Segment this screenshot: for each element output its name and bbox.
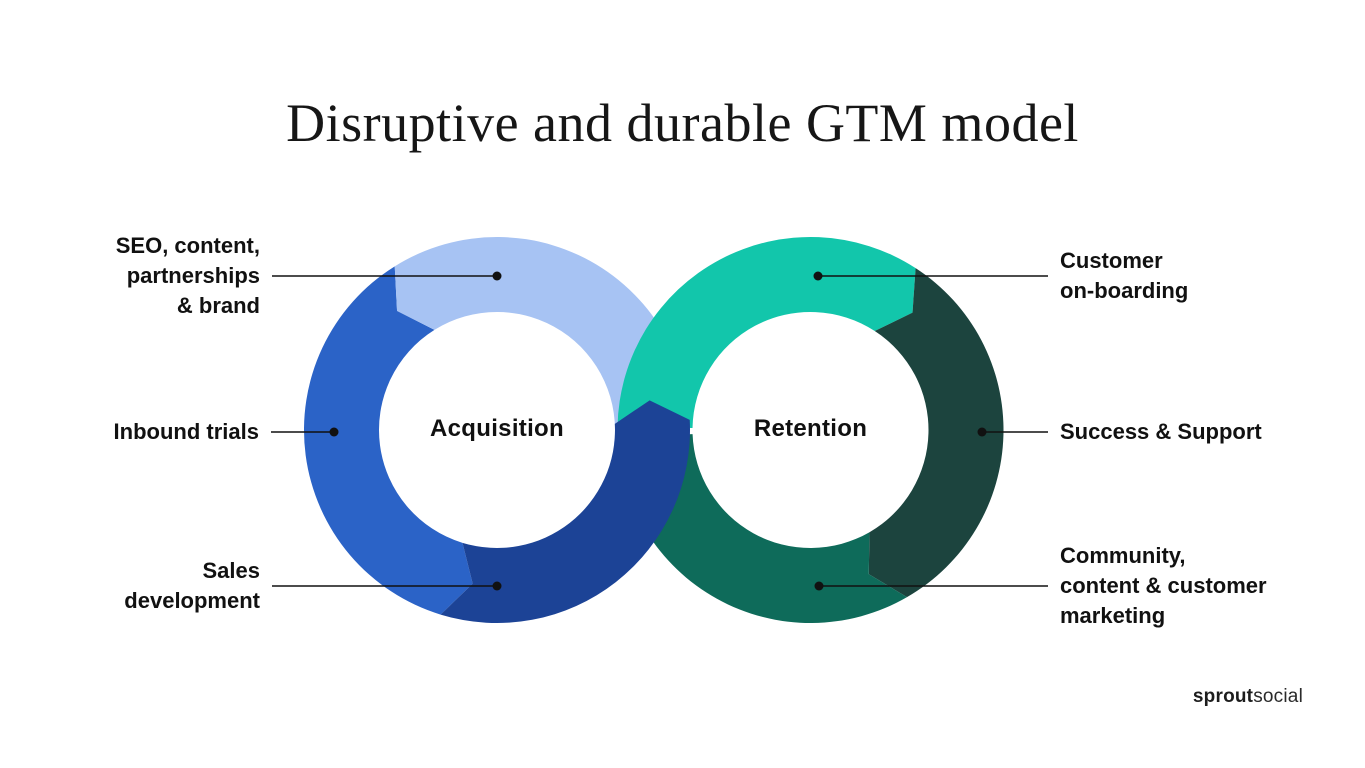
segment-community-content-marketing: [617, 434, 907, 624]
callout-line: marketing: [1060, 603, 1166, 628]
ring-label-acquisition: Acquisition: [430, 415, 564, 442]
callout-inbound-trials: Inbound trials: [114, 417, 259, 447]
logo-social: social: [1253, 686, 1303, 707]
connector-dot-customer-onboarding: [813, 271, 823, 281]
connector-dot-seo-content-partnerships-brand: [492, 271, 502, 281]
callout-line: development: [124, 588, 260, 613]
logo-sprout: sprout: [1192, 686, 1254, 707]
callout-success-support: Success & Support: [1060, 417, 1262, 447]
callout-line: Success & Support: [1060, 419, 1262, 444]
callout-line: on-boarding: [1060, 278, 1189, 303]
callout-line: partnerships: [126, 263, 260, 288]
connector-dot-sales-development: [492, 581, 502, 591]
callout-sales-development: Sales development: [124, 556, 260, 616]
callout-line: Sales: [202, 558, 261, 583]
callout-line: Customer: [1060, 248, 1163, 273]
segment-seo-content-partnerships-brand: [394, 236, 691, 457]
segment-customer-onboarding: [617, 236, 916, 428]
sproutsocial-logo: sproutsocial: [1193, 686, 1303, 708]
connector-dot-community-content-marketing: [814, 581, 824, 591]
callout-community-content-marketing: Community, content & customer marketing: [1060, 541, 1267, 631]
callout-seo-content-partnerships-brand: SEO, content, partnerships & brand: [116, 231, 260, 321]
callout-line: & brand: [176, 293, 260, 318]
connector-dot-success-support: [977, 427, 987, 437]
callout-line: content & customer: [1060, 573, 1267, 598]
callout-line: SEO, content,: [115, 233, 260, 258]
callout-line: Community,: [1060, 543, 1186, 568]
callout-customer-onboarding: Customer on-boarding: [1060, 246, 1188, 306]
ring-label-retention: Retention: [753, 415, 868, 442]
segment-sales-development: [440, 400, 690, 623]
page-title: Disruptive and durable GTM model: [286, 93, 1079, 153]
connector-dot-inbound-trials: [329, 427, 339, 437]
segment-success-support: [868, 268, 1004, 598]
segment-inbound-trials: [304, 266, 473, 615]
callout-line: Inbound trials: [113, 419, 259, 444]
